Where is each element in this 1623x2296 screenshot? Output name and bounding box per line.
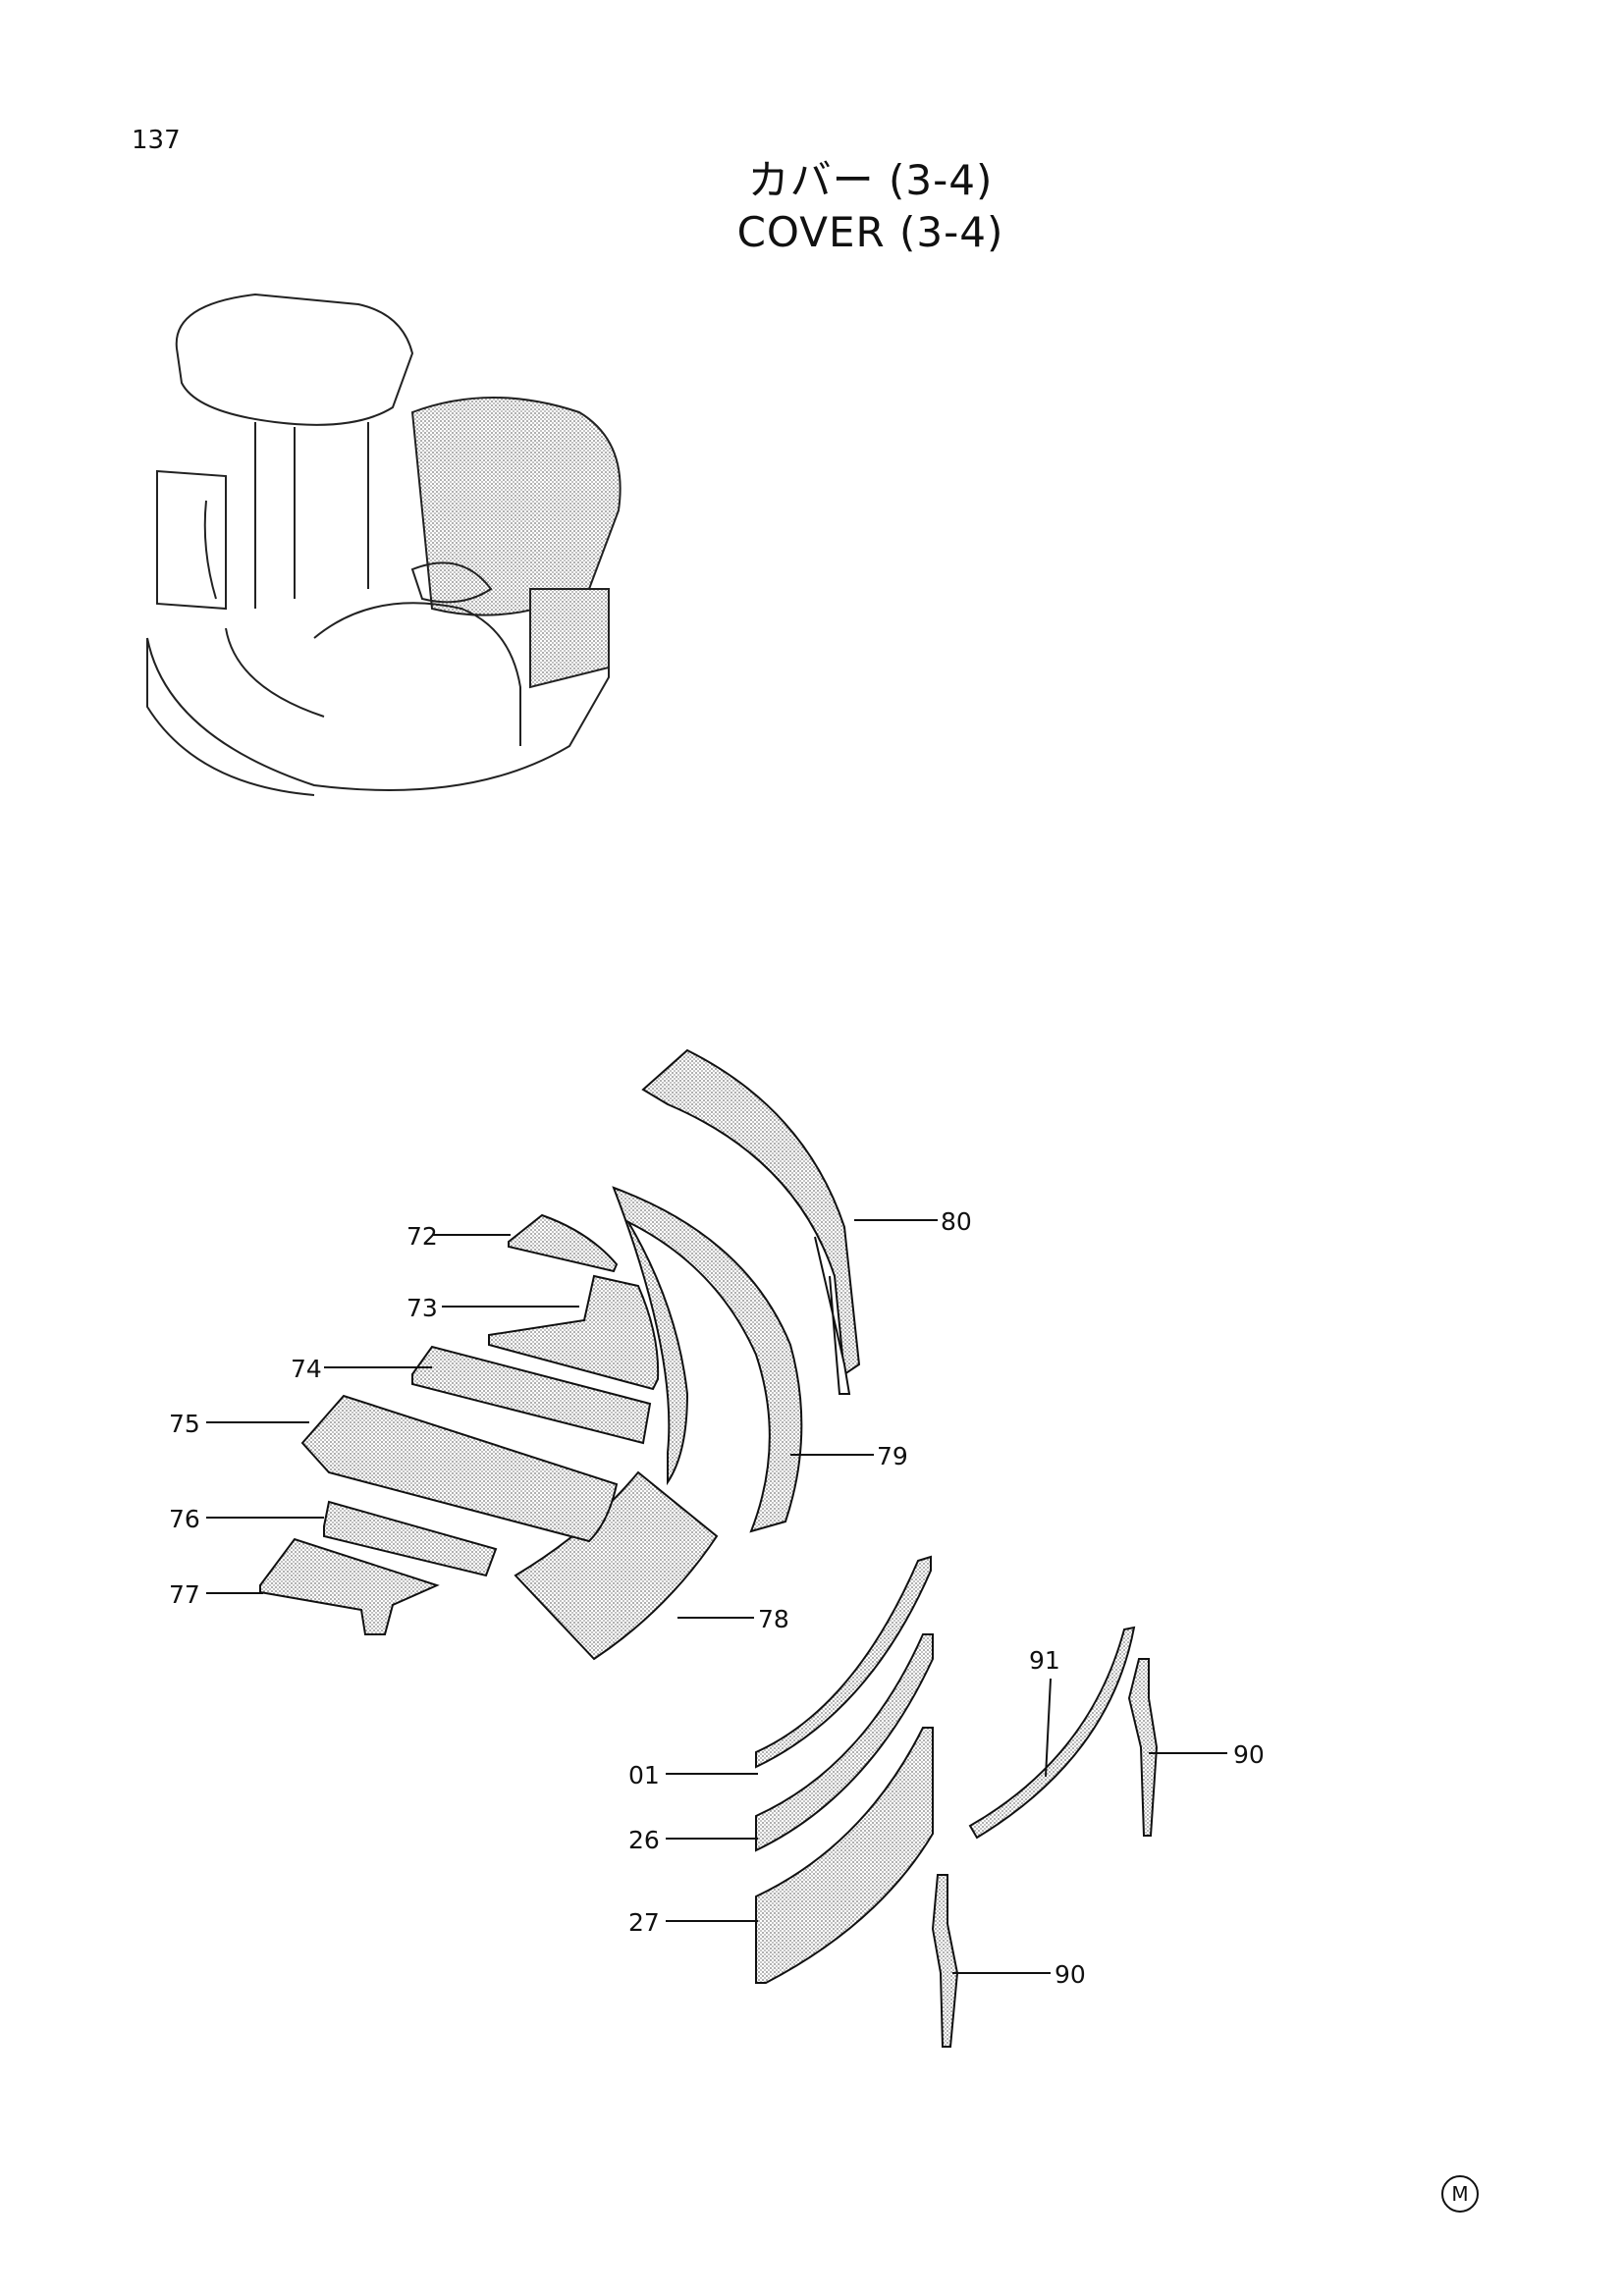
label-79: 79	[877, 1442, 908, 1470]
maker-mark: M	[1441, 2175, 1479, 2213]
label-73: 73	[406, 1294, 438, 1322]
label-26: 26	[628, 1826, 660, 1854]
label-80: 80	[941, 1207, 972, 1236]
part-77	[259, 1537, 440, 1635]
label-90-lower: 90	[1055, 1960, 1086, 1989]
page-number: 137	[132, 126, 181, 155]
part-01	[755, 1555, 932, 1769]
label-27: 27	[628, 1908, 660, 1937]
part-79	[612, 1186, 803, 1533]
part-72	[508, 1213, 619, 1273]
label-78: 78	[758, 1605, 789, 1633]
page-title-en: COVER (3-4)	[736, 208, 1004, 256]
label-90-upper: 90	[1233, 1740, 1265, 1769]
part-75	[300, 1394, 619, 1543]
part-74	[411, 1345, 652, 1445]
label-76: 76	[169, 1505, 200, 1533]
label-74: 74	[291, 1355, 322, 1383]
label-72: 72	[406, 1222, 438, 1251]
label-91: 91	[1029, 1646, 1060, 1675]
part-26	[755, 1633, 934, 1852]
part-78	[514, 1470, 719, 1661]
label-01: 01	[628, 1761, 660, 1789]
part-90-upper	[1127, 1658, 1159, 1837]
machine-overview	[146, 293, 622, 796]
label-75: 75	[169, 1410, 200, 1438]
part-90-lower	[931, 1874, 959, 2048]
part-73	[488, 1274, 660, 1391]
part-27	[755, 1727, 934, 1984]
leader-lines	[206, 1219, 1227, 1974]
label-77: 77	[169, 1580, 200, 1609]
part-76	[323, 1500, 498, 1577]
part-91	[968, 1626, 1136, 1840]
page-title-jp: カバー (3-4)	[747, 156, 994, 204]
